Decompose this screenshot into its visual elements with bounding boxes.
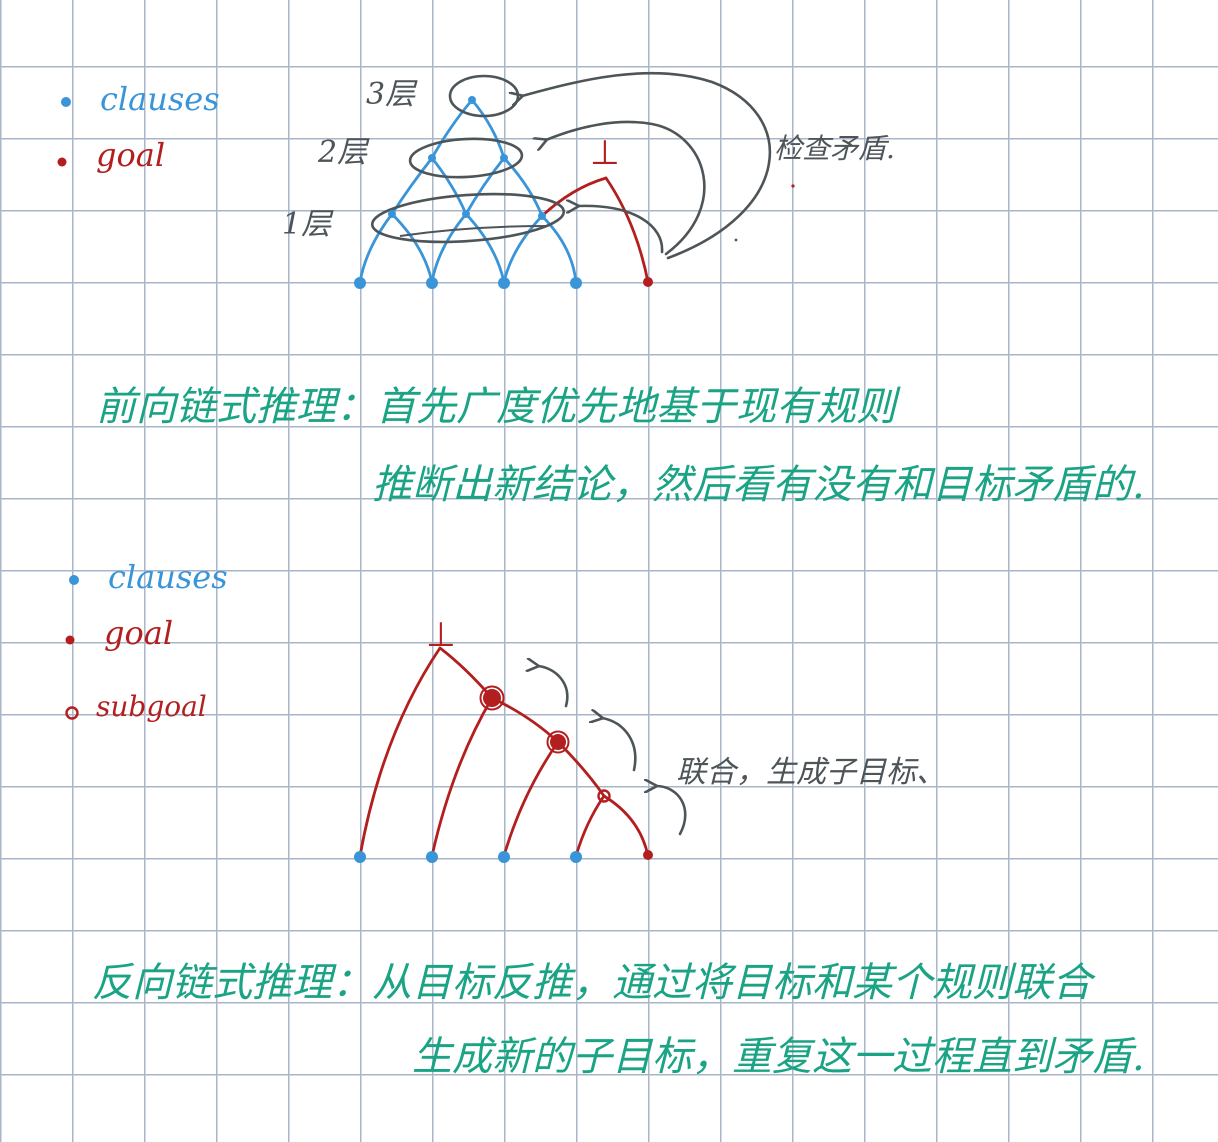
backward-leaf-nodes [354, 850, 653, 863]
backward-description-line2: 生成新的子目标，重复这一过程直到矛盾. [412, 1034, 1145, 1080]
clause-node [498, 851, 510, 863]
forward-nodes [354, 96, 653, 289]
legend-goal-dot [65, 635, 75, 645]
legend-subgoal-label: subgoal [96, 690, 207, 723]
layer-label-1: 1层 [282, 207, 334, 242]
layer-ovals [370, 74, 566, 244]
forward-description-line1: 前向链式推理：首先广度优先地基于现有规则 [96, 384, 901, 430]
unify-note: 联合，生成子目标、 [676, 755, 946, 790]
inferred-node [428, 154, 436, 162]
legend-goal-label: goal [104, 614, 173, 652]
clause-node [570, 277, 582, 289]
clause-node [426, 277, 438, 289]
goal-node [643, 277, 653, 287]
backward-description-line1: 反向链式推理：从目标反推，通过将目标和某个规则联合 [92, 960, 1096, 1006]
inferred-node [500, 154, 508, 162]
layer-3-oval [448, 74, 520, 118]
forward-chaining-section: clauses goal 3层 2层 1层 [57, 71, 1145, 508]
layer-2-oval [408, 137, 524, 179]
legend-clauses-dot [69, 575, 79, 585]
clause-node [498, 277, 510, 289]
subgoal-node-ring [546, 730, 570, 754]
layer-label-3: 3层 [366, 77, 418, 112]
inferred-node [462, 210, 470, 218]
inferred-node [388, 210, 396, 218]
subgoal-nodes [479, 685, 611, 803]
layer-1-oval [370, 192, 566, 244]
legend-goal-dot [57, 157, 67, 167]
bottom-legend: clauses goal subgoal [65, 558, 228, 723]
unify-arrow-2 [602, 718, 637, 772]
forward-goal-path [540, 176, 650, 284]
check-note: 检查矛盾. [774, 132, 895, 165]
backward-chaining-section: clauses goal subgoal [65, 558, 1145, 1080]
layer-label-2: 2层 [317, 135, 370, 170]
clause-node [354, 851, 366, 863]
legend-clauses-dot [61, 97, 71, 107]
legend-clauses-label: clauses [108, 558, 228, 596]
clause-node [570, 851, 582, 863]
layer-labels: 3层 2层 1层 [282, 77, 418, 242]
subgoal-node-ring [479, 685, 505, 711]
legend-clauses-label: clauses [100, 80, 220, 118]
legend-subgoal-ring [65, 706, 79, 720]
top-legend: clauses goal [57, 80, 220, 174]
inferred-node [538, 212, 546, 220]
top-contradiction-symbol: ⊥ [590, 133, 620, 173]
unify-arrows [538, 666, 687, 836]
bottom-contradiction-symbol: ⊥ [426, 615, 456, 655]
clause-node [426, 851, 438, 863]
subgoal-node [550, 734, 566, 750]
forward-tree-edges [358, 98, 578, 284]
unify-arrow-3 [538, 666, 569, 708]
check-arrow-to-layer1 [578, 206, 664, 254]
goal-node [643, 850, 653, 860]
check-arrow-to-layer3 [522, 71, 772, 260]
check-arrow-to-layer2 [546, 120, 706, 256]
forward-description-line2: 推断出新结论，然后看有没有和目标矛盾的. [372, 462, 1145, 508]
legend-goal-label: goal [96, 136, 165, 174]
unify-arrow-1 [656, 786, 687, 836]
check-arrows [522, 71, 772, 260]
stray-red-mark [791, 184, 795, 188]
subgoal-node [483, 689, 501, 707]
stray-gray-mark [734, 238, 738, 242]
backward-tree-edges [358, 646, 650, 858]
subgoal-node [597, 789, 611, 803]
clause-node [354, 277, 366, 289]
inferred-node [468, 96, 476, 104]
